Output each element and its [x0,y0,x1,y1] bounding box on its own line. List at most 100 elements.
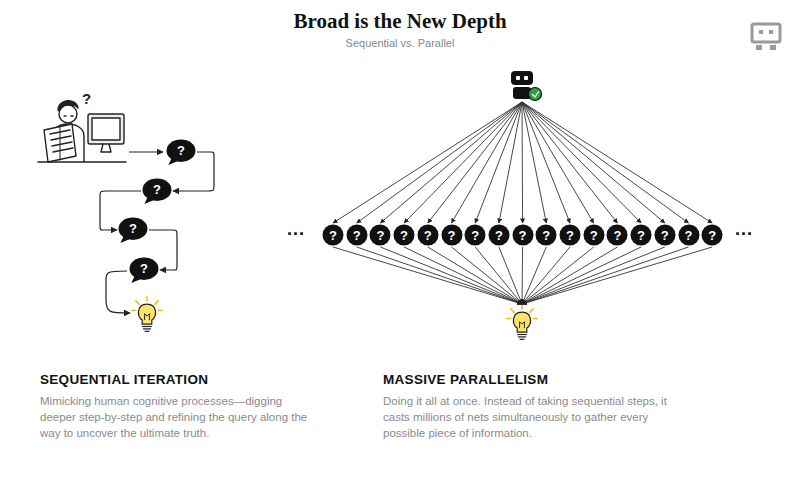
circle-body [654,225,675,246]
query-circle: ? [393,224,415,246]
fan-arrow [404,102,522,223]
circle-body [441,225,462,246]
person-at-computer [38,101,126,162]
circle-body [512,225,533,246]
question-mark: ? [448,229,456,242]
question-mark: ? [708,229,716,242]
question-mark: ? [376,229,384,242]
query-circle: ? [346,224,368,246]
question-mark: ? [329,229,337,242]
fan-arrow [522,102,570,223]
fan-arrow [499,102,522,223]
merge-arrow [380,247,522,304]
bubble-body [130,258,159,280]
query-circle: ? [701,224,723,246]
query-circle: ? [535,224,557,246]
query-circle: ? [417,224,439,246]
bubble-body [167,140,196,162]
circle-body [536,225,557,246]
question-mark: ? [353,229,361,242]
question-mark: ? [685,229,693,242]
robot-icon [511,71,542,101]
speech-bubble: ? [129,257,159,283]
merge-arrow [522,247,524,304]
circle-body [323,225,344,246]
fan-arrow [522,102,712,223]
merge-arrow [522,247,665,304]
circle-body [346,225,367,246]
circle-body [488,225,509,246]
merge-arrow [428,247,522,304]
query-circle: ? [630,224,652,246]
query-circle: ? [583,224,605,246]
query-circle: ? [322,224,344,246]
fan-arrow [522,102,594,223]
ellipsis: ... [287,219,305,240]
question-mark: ? [140,262,148,275]
fan-arrow [380,102,522,223]
query-circle: ? [441,224,463,246]
query-circle: ? [606,224,628,246]
fan-arrow [522,102,546,223]
circle-body [583,225,604,246]
title: Broad is the New Depth [0,9,800,34]
fan-arrow [522,102,689,223]
query-circle: ? [464,224,486,246]
fan-arrows [333,102,712,304]
circle-body [370,225,391,246]
circle-body [394,225,415,246]
circle-body [607,225,628,246]
query-circle: ? [488,224,510,246]
query-circle: ? [559,224,581,246]
circle-body [465,225,486,246]
thought-mark: ? [82,90,91,107]
merge-arrow [522,247,594,304]
circle-body [631,225,652,246]
query-circle: ? [512,224,534,246]
flow-arrow [106,271,130,313]
question-mark: ? [400,229,408,242]
fan-arrow [475,102,522,223]
flow-arrow [129,151,163,152]
speech-bubble: ? [142,178,172,204]
bubble-tail [144,196,154,204]
circle-body [702,225,723,246]
fan-arrow [522,102,524,223]
question-mark: ? [590,229,598,242]
question-mark: ? [613,229,621,242]
fan-arrow [428,102,522,223]
merge-arrow [522,247,712,304]
section-body: Doing it all at once. Instead of taking … [383,393,683,441]
bubble-tail [131,275,141,283]
question-mark: ? [661,229,669,242]
fan-arrow [333,102,522,223]
merge-arrow [522,247,617,304]
fan-arrow [522,102,665,223]
fan-arrow [357,102,522,223]
query-circle: ? [654,224,676,246]
circle-body [417,225,438,246]
query-circle: ? [369,224,391,246]
fan-arrow [452,102,523,223]
query-circle: ? [678,224,700,246]
question-mark: ? [542,229,550,242]
section-heading: SEQUENTIAL ITERATION [40,372,208,387]
merge-arrow [522,247,641,304]
question-mark: ? [153,183,161,196]
fan-arrow [522,102,617,223]
question-mark: ? [177,144,185,157]
bubble-tail [120,235,130,243]
question-mark: ? [495,229,503,242]
merge-arrow [404,247,522,304]
merge-arrow [499,247,522,304]
merge-arrow [452,247,523,304]
bubble-body [143,179,172,201]
merge-arrow [333,247,522,304]
circle-body [560,225,581,246]
fan-arrow [522,102,641,223]
merge-arrow [522,247,689,304]
bubble-body [119,218,148,240]
question-mark: ? [637,229,645,242]
bubble-tail [168,157,178,165]
